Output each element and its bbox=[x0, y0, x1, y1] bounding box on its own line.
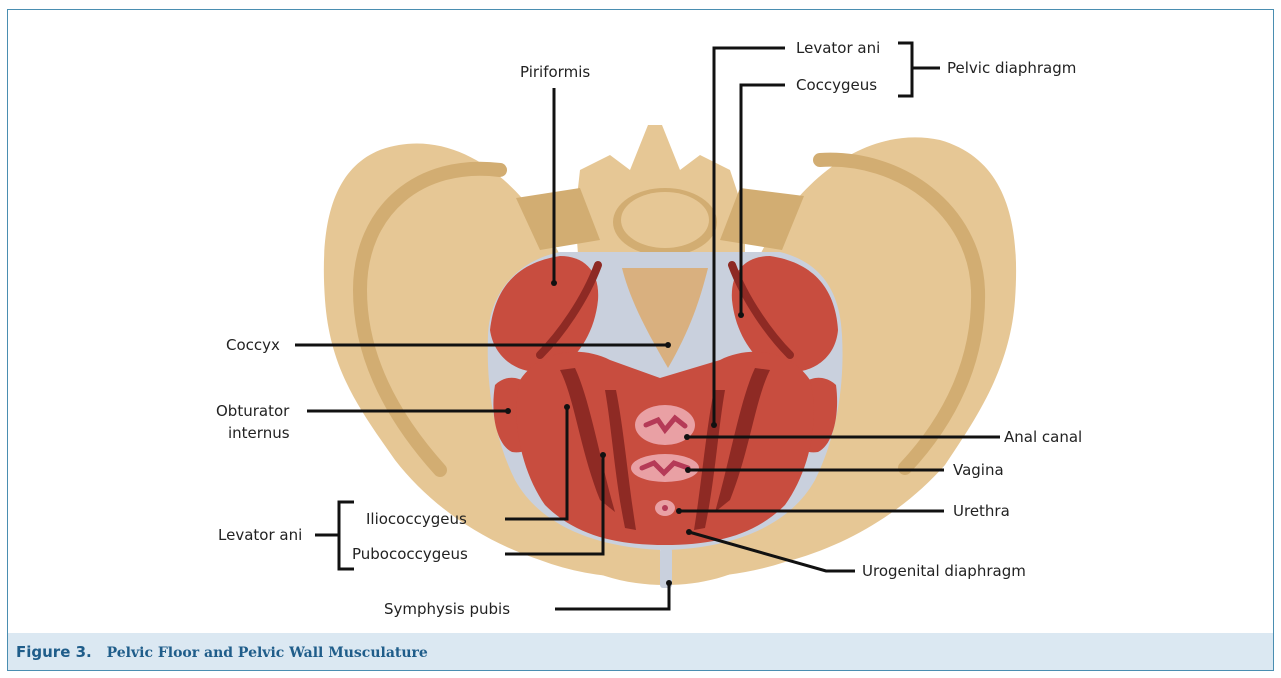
label-vagina: Vagina bbox=[953, 461, 1004, 479]
label-symphysis-pubis: Symphysis pubis bbox=[384, 600, 510, 618]
label-pelvic-diaphragm: Pelvic diaphragm bbox=[947, 59, 1076, 77]
label-anal-canal: Anal canal bbox=[1004, 428, 1082, 446]
dot-urogenital bbox=[686, 529, 692, 535]
label-coccygeus: Coccygeus bbox=[796, 76, 877, 94]
sacral-body bbox=[621, 192, 709, 248]
label-piriformis: Piriformis bbox=[520, 63, 590, 81]
figure-title: Pelvic Floor and Pelvic Wall Musculature bbox=[107, 645, 428, 661]
dot-anal-canal bbox=[684, 434, 690, 440]
dot-pubococcygeus bbox=[600, 452, 606, 458]
dot-vagina bbox=[685, 467, 691, 473]
dot-levator-ani bbox=[711, 422, 717, 428]
pelvic-floor-diagram: Piriformis Levator ani Coccygeus Pelvic … bbox=[0, 0, 1281, 630]
dot-obturator bbox=[505, 408, 511, 414]
levator-ani-body bbox=[516, 352, 813, 545]
label-urethra: Urethra bbox=[953, 502, 1010, 520]
dot-coccyx bbox=[665, 342, 671, 348]
dot-urethra bbox=[676, 508, 682, 514]
label-iliococcygeus: Iliococcygeus bbox=[366, 510, 467, 528]
dot-coccygeus bbox=[738, 312, 744, 318]
urethra-lumen bbox=[662, 505, 668, 511]
dot-symphysis bbox=[666, 580, 672, 586]
label-levator-ani-left: Levator ani bbox=[218, 526, 302, 544]
leader-symphysis bbox=[555, 583, 669, 609]
label-obturator-line2: internus bbox=[228, 424, 290, 442]
figure-number: Figure 3. bbox=[16, 643, 92, 661]
figure-caption: Figure 3. Pelvic Floor and Pelvic Wall M… bbox=[8, 633, 1273, 670]
dot-iliococcygeus bbox=[564, 404, 570, 410]
dot-piriformis bbox=[551, 280, 557, 286]
bracket-pelvic-diaphragm bbox=[898, 43, 912, 96]
label-coccyx: Coccyx bbox=[226, 336, 280, 354]
label-urogenital-diaphragm: Urogenital diaphragm bbox=[862, 562, 1026, 580]
label-pubococcygeus: Pubococcygeus bbox=[352, 545, 468, 563]
label-levator-ani-top: Levator ani bbox=[796, 39, 880, 57]
label-obturator-line1: Obturator bbox=[216, 402, 290, 420]
